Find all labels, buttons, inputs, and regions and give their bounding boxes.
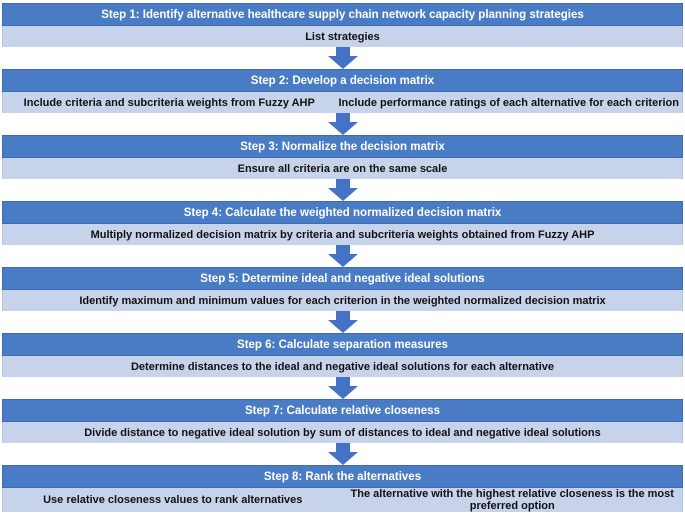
step-detail-left: Use relative closeness values to rank al… <box>43 494 303 506</box>
step-7: Step 7: Calculate relative closeness Div… <box>2 399 683 443</box>
step-detail-row: Include criteria and subcriteria weights… <box>2 92 683 113</box>
step-detail-row: Use relative closeness values to rank al… <box>2 488 683 512</box>
step-header: Step 8: Rank the alternatives <box>2 465 683 488</box>
step-detail: Divide distance to negative ideal soluti… <box>84 426 601 439</box>
step-detail-row: Multiply normalized decision matrix by c… <box>2 224 683 245</box>
step-6: Step 6: Calculate separation measures De… <box>2 333 683 377</box>
step-detail: List strategies <box>305 30 380 43</box>
step-detail: Multiply normalized decision matrix by c… <box>90 228 595 241</box>
step-5: Step 5: Determine ideal and negative ide… <box>2 267 683 311</box>
step-detail-row: List strategies <box>2 26 683 47</box>
step-header: Step 1: Identify alternative healthcare … <box>2 3 683 26</box>
down-arrow-icon <box>327 113 359 135</box>
step-header: Step 3: Normalize the decision matrix <box>2 135 683 158</box>
step-detail-row: Determine distances to the ideal and neg… <box>2 356 683 377</box>
step-header: Step 4: Calculate the weighted normalize… <box>2 201 683 224</box>
down-arrow-icon <box>327 47 359 69</box>
step-header: Step 5: Determine ideal and negative ide… <box>2 267 683 290</box>
step-2: Step 2: Develop a decision matrix Includ… <box>2 69 683 113</box>
down-arrow-icon <box>327 179 359 201</box>
step-detail-row: Identify maximum and minimum values for … <box>2 290 683 311</box>
step-detail-right: The alternative with the highest relativ… <box>350 488 674 512</box>
down-arrow-icon <box>327 311 359 333</box>
step-detail-right: Include performance ratings of each alte… <box>338 96 680 109</box>
step-header: Step 7: Calculate relative closeness <box>2 399 683 422</box>
step-detail: Identify maximum and minimum values for … <box>79 294 606 307</box>
step-header: Step 2: Develop a decision matrix <box>2 69 683 92</box>
step-detail-left: Include criteria and subcriteria weights… <box>23 96 315 109</box>
step-detail-row: Ensure all criteria are on the same scal… <box>2 158 683 179</box>
step-4: Step 4: Calculate the weighted normalize… <box>2 201 683 245</box>
step-detail: Determine distances to the ideal and neg… <box>130 360 554 373</box>
step-8: Step 8: Rank the alternatives Use relati… <box>2 465 683 512</box>
step-3: Step 3: Normalize the decision matrix En… <box>2 135 683 179</box>
down-arrow-icon <box>327 443 359 465</box>
down-arrow-icon <box>327 245 359 267</box>
down-arrow-icon <box>327 377 359 399</box>
step-header: Step 6: Calculate separation measures <box>2 333 683 356</box>
step-detail: Ensure all criteria are on the same scal… <box>237 162 448 175</box>
step-1: Step 1: Identify alternative healthcare … <box>2 3 683 47</box>
step-detail-row: Divide distance to negative ideal soluti… <box>2 422 683 443</box>
